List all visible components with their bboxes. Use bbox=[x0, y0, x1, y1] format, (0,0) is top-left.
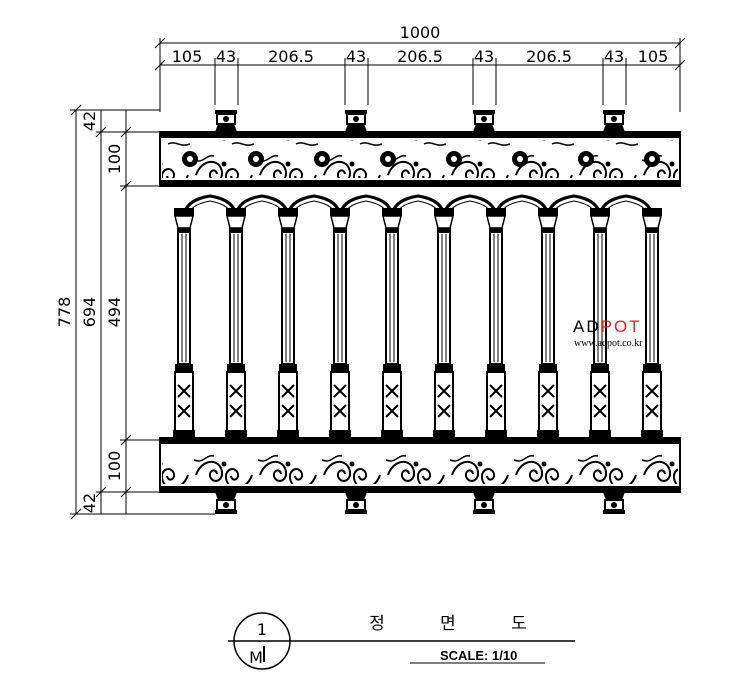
baluster bbox=[225, 208, 247, 438]
dim-seg-1: 105 bbox=[172, 47, 203, 66]
top-finial bbox=[603, 110, 625, 132]
dim-seg-4: 43 bbox=[346, 47, 366, 66]
baluster bbox=[641, 208, 663, 438]
dim-seg-6: 43 bbox=[474, 47, 494, 66]
top-dimension-lines bbox=[154, 37, 686, 112]
dim-total-width: 1000 bbox=[400, 23, 441, 42]
view-title-char-2: 면 bbox=[440, 614, 456, 634]
watermark-logo: ADPOT bbox=[573, 317, 642, 336]
baluster bbox=[277, 208, 299, 438]
baluster bbox=[589, 208, 611, 438]
dim-bottom-rail: 100 bbox=[105, 451, 124, 482]
baluster bbox=[433, 208, 455, 438]
baluster bbox=[485, 208, 507, 438]
dim-top-cap: 42 bbox=[80, 111, 99, 131]
top-finial bbox=[345, 110, 367, 132]
bottom-foot bbox=[473, 492, 495, 514]
dim-inner-height: 694 bbox=[80, 297, 99, 328]
dim-seg-3: 206.5 bbox=[268, 47, 314, 66]
bottom-foot bbox=[215, 492, 237, 514]
dim-column-height: 494 bbox=[105, 297, 124, 328]
baluster bbox=[329, 208, 351, 438]
bottom-foot bbox=[345, 492, 367, 514]
baluster bbox=[537, 208, 559, 438]
dim-seg-9: 105 bbox=[638, 47, 669, 66]
rosette bbox=[644, 151, 660, 167]
baluster bbox=[381, 208, 403, 438]
rosette bbox=[512, 151, 528, 167]
bottom-foot bbox=[603, 492, 625, 514]
title-block bbox=[228, 612, 575, 670]
top-finials bbox=[215, 110, 625, 132]
dim-bottom-cap: 42 bbox=[80, 493, 99, 513]
balusters bbox=[173, 208, 663, 438]
dim-total-height: 778 bbox=[55, 297, 74, 328]
bottom-rail bbox=[159, 437, 681, 493]
drawing-number: 1 bbox=[257, 620, 267, 639]
scale-label: SCALE: 1/10 bbox=[440, 648, 517, 663]
rosette bbox=[314, 151, 330, 167]
bottom-feet bbox=[215, 492, 625, 514]
arch-row bbox=[182, 194, 654, 219]
rosette bbox=[182, 151, 198, 167]
watermark-url: www.adpot.co.kr bbox=[574, 338, 643, 349]
dim-seg-8: 43 bbox=[604, 47, 624, 66]
top-finial bbox=[473, 110, 495, 132]
rosette bbox=[446, 151, 462, 167]
view-title-char-1: 정 bbox=[369, 614, 385, 634]
rosette bbox=[380, 151, 396, 167]
rosette bbox=[248, 151, 264, 167]
top-rail-rosettes bbox=[182, 151, 660, 167]
rosette bbox=[578, 151, 594, 167]
dim-seg-2: 43 bbox=[216, 47, 236, 66]
left-dimension-lines bbox=[70, 104, 215, 520]
dim-top-rail: 100 bbox=[105, 144, 124, 175]
top-rail bbox=[159, 131, 681, 187]
view-title-char-3: 도 bbox=[511, 614, 527, 634]
top-finial bbox=[215, 110, 237, 132]
dim-seg-5: 206.5 bbox=[397, 47, 443, 66]
dim-seg-7: 206.5 bbox=[526, 47, 572, 66]
baluster bbox=[173, 208, 195, 438]
sheet-letter: M bbox=[249, 648, 263, 667]
